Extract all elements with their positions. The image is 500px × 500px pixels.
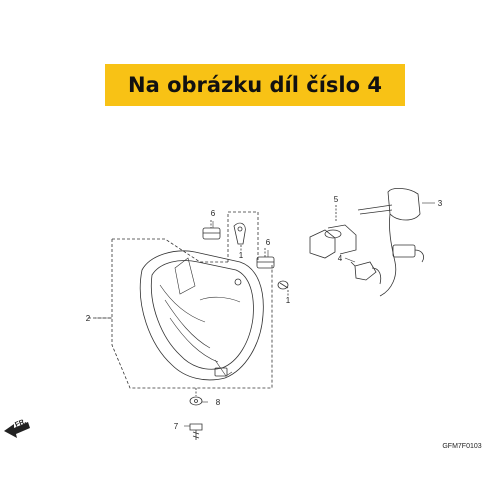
- wire-harness: [357, 188, 424, 297]
- callout-1-lower: 1: [286, 296, 291, 305]
- direction-label: FR.: [14, 418, 27, 429]
- callout-3: 3: [438, 199, 443, 208]
- callout-4: 4: [338, 254, 343, 263]
- callout-1-upper: 1: [239, 251, 244, 260]
- callout-6-upper: 6: [211, 209, 216, 218]
- headlight-housing: [139, 250, 264, 381]
- callout-5: 5: [334, 195, 339, 204]
- callout-7: 7: [174, 422, 179, 431]
- screw-assembly: [189, 388, 203, 440]
- bulb-socket: [350, 261, 382, 285]
- rubber-cap-lower: [256, 248, 275, 269]
- banner-text: Na obrázku díl číslo 4: [128, 73, 382, 97]
- clip-upper: [233, 222, 246, 252]
- direction-arrow: [4, 422, 30, 438]
- callout-8: 8: [216, 398, 221, 407]
- rubber-cap-upper: [202, 220, 221, 240]
- diagram-code: GFM7F0103: [442, 443, 481, 450]
- part-number-banner: Na obrázku díl číslo 4: [105, 64, 405, 106]
- callout-6-lower: 6: [266, 238, 271, 247]
- leader-lines: [95, 202, 435, 427]
- callout-2: 2: [86, 314, 91, 323]
- headlight-bulb: [309, 205, 357, 259]
- position-bulb: [277, 280, 289, 296]
- assembly-outline: [88, 211, 273, 389]
